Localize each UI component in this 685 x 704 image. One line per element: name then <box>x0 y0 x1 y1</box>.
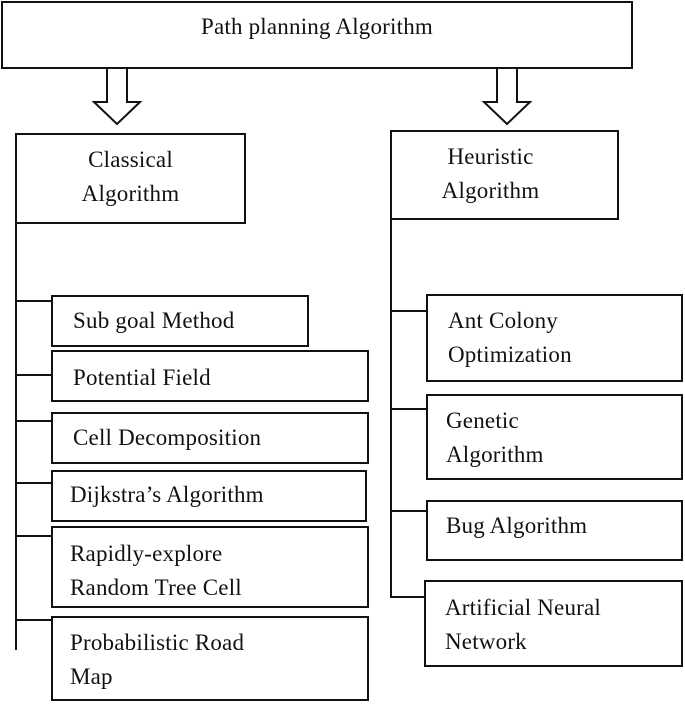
classical-connector <box>15 482 53 484</box>
heuristic-item-box <box>424 580 683 667</box>
right-down-arrow <box>481 67 533 126</box>
classical-connector <box>15 535 53 537</box>
heuristic-connector <box>390 310 428 312</box>
heuristic-item-box <box>426 394 683 480</box>
classical-algorithm-label: Classical Algorithm <box>81 147 180 206</box>
classical-item-box <box>51 470 367 522</box>
root-node-label: Path planning Algorithm <box>200 14 434 39</box>
root-node <box>1 1 633 69</box>
heuristic-connector <box>390 596 428 598</box>
heuristic-item-label: Ant Colony Optimization <box>448 308 572 367</box>
heuristic-connector <box>390 408 428 410</box>
left-down-arrow <box>91 67 143 126</box>
classical-connector <box>15 374 53 376</box>
heuristic-item-label: Artificial Neural Network <box>445 595 602 654</box>
heuristic-connector <box>390 510 428 512</box>
classical-connector <box>15 420 53 422</box>
classical-item-box <box>51 295 309 347</box>
heuristic-item-label: Genetic Algorithm <box>446 408 544 467</box>
classical-item-label: Potential Field <box>73 365 211 390</box>
classical-item-label: Cell Decomposition <box>73 425 262 450</box>
classical-algorithm-node <box>15 133 246 224</box>
classical-item-label: Dijkstra’s Algorithm <box>70 482 264 507</box>
heuristic-algorithm-node <box>390 130 619 220</box>
classical-connector <box>15 300 53 302</box>
heuristic-item-label: Bug Algorithm <box>446 513 588 538</box>
classical-item-label: Sub goal Method <box>73 308 235 333</box>
classical-connector <box>15 619 53 621</box>
classical-item-box <box>51 350 369 402</box>
classical-trunk-line <box>15 224 17 650</box>
classical-item-label: Probabilistic Road Map <box>70 630 245 689</box>
classical-item-label: Rapidly-explore Random Tree Cell <box>70 541 242 600</box>
heuristic-item-box <box>426 294 683 382</box>
heuristic-algorithm-label: Heuristic Algorithm <box>441 144 540 203</box>
classical-item-box <box>51 616 369 701</box>
heuristic-item-box <box>426 500 683 561</box>
classical-item-box <box>51 412 369 464</box>
classical-item-box <box>51 526 369 608</box>
